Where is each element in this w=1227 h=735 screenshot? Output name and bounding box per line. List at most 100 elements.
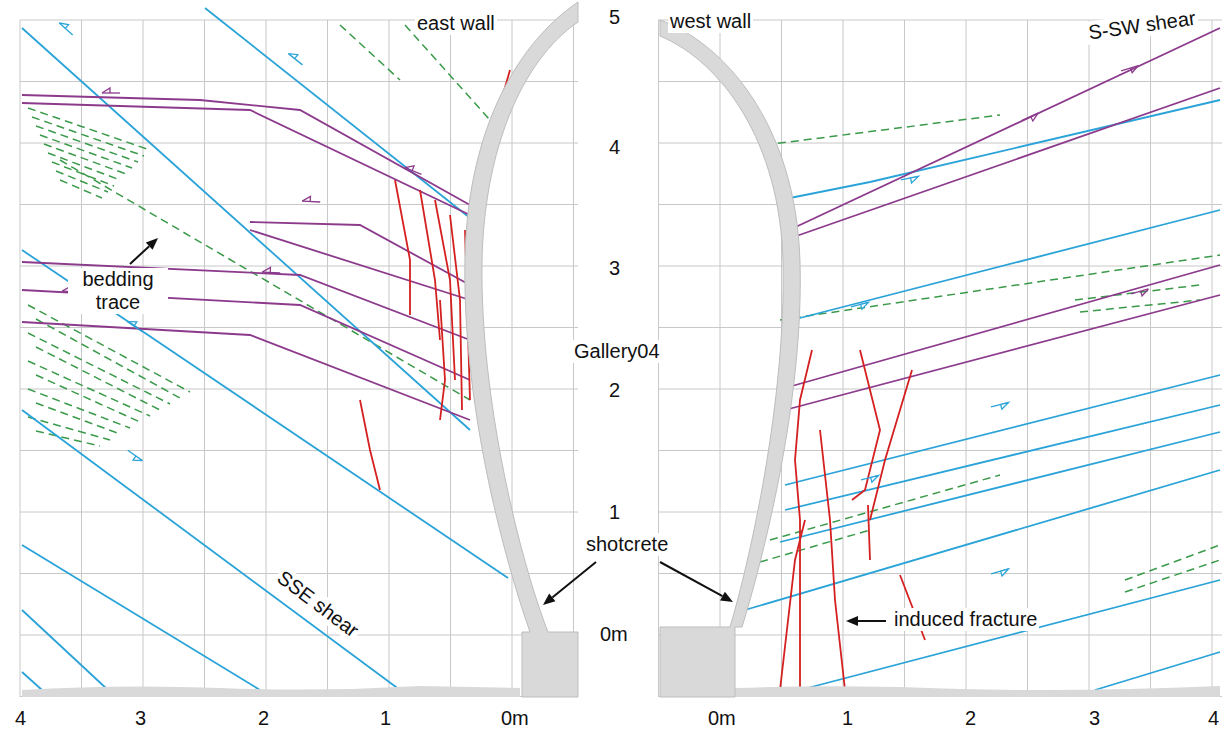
- axis-tick: 3: [607, 257, 622, 280]
- induced-fracture-line: [395, 180, 410, 315]
- axis-tick: 2: [963, 707, 978, 730]
- grid-line: [20, 20, 21, 697]
- slip-arrow-head: [1131, 66, 1139, 73]
- shear-line: [785, 295, 1220, 410]
- slip-arrow: [59, 23, 72, 35]
- shear-label: SSE shear: [271, 565, 364, 643]
- grid-line: [450, 20, 451, 697]
- bedding-trace-line: [765, 115, 1000, 145]
- axis-tick: 1: [378, 707, 393, 730]
- shear-line: [22, 262, 470, 340]
- shear-line: [790, 100, 1220, 198]
- slip-arrow: [102, 88, 120, 93]
- induced-fracture-line: [780, 520, 805, 690]
- grid-line: [658, 81, 1222, 82]
- floor: [735, 686, 1220, 697]
- slip-arrow-head: [262, 268, 270, 273]
- leader-line: [858, 620, 886, 622]
- slip-arrow-shaft: [288, 54, 302, 65]
- gallery-label: Gallery04: [572, 340, 662, 363]
- slip-arrow-shaft: [302, 200, 320, 202]
- induced-fracture-line: [795, 350, 812, 690]
- slip-arrow-shaft: [102, 92, 120, 93]
- bedding-trace-line: [405, 25, 490, 120]
- grid-line: [658, 512, 1222, 513]
- slip-arrow-head: [127, 322, 136, 326]
- slip-arrow: [262, 268, 280, 273]
- shear-line: [785, 405, 1220, 510]
- induced-fracture-line: [870, 370, 912, 520]
- slip-arrow: [851, 302, 868, 309]
- slip-arrow-head: [302, 197, 310, 202]
- bedding-trace-line: [1080, 300, 1200, 312]
- bedding-trace-line: [60, 160, 470, 400]
- grid-line: [658, 266, 1222, 267]
- induced-fracture-line: [820, 430, 845, 690]
- slip-arrow-head: [102, 88, 110, 93]
- shear-line: [22, 322, 470, 420]
- grid-line: [20, 635, 578, 636]
- grid-line: [143, 20, 144, 697]
- slip-arrow: [302, 197, 320, 202]
- axis-tick: 1: [840, 707, 855, 730]
- shear-line: [22, 103, 470, 215]
- shear-line: [250, 230, 470, 300]
- callout-label: induced fracture: [892, 608, 1039, 631]
- leader-line: [552, 562, 596, 597]
- axis-tick: 1: [607, 501, 622, 524]
- slip-arrow-head: [871, 476, 879, 483]
- slip-arrow: [127, 322, 142, 332]
- induced-fracture-line: [852, 350, 880, 500]
- axis-tick: 3: [1087, 707, 1102, 730]
- shear-line: [22, 95, 470, 205]
- bedding-trace-line: [44, 144, 126, 174]
- grid-line: [20, 512, 578, 513]
- slip-arrow-head: [861, 302, 869, 309]
- grid-line: [658, 389, 1222, 390]
- leader-arrow: [660, 562, 733, 602]
- leader-arrow: [130, 238, 158, 264]
- slip-arrow-shaft: [262, 271, 280, 273]
- shear-line: [250, 222, 470, 285]
- axis-tick: 4: [1206, 707, 1221, 730]
- wall-label: east wall: [415, 12, 497, 35]
- bedding-trace-line: [36, 375, 140, 422]
- bedding-trace-line: [760, 530, 870, 562]
- leader-arrow: [846, 616, 886, 626]
- leader-line: [660, 562, 722, 596]
- bedding-trace-line: [1125, 560, 1220, 592]
- leader-head: [720, 592, 733, 602]
- slip-arrow-shaft: [59, 23, 72, 35]
- grid-line: [658, 143, 1222, 144]
- bedding-trace-line: [1125, 545, 1220, 580]
- callout-label: shotcrete: [584, 533, 670, 556]
- shear-line: [22, 672, 42, 690]
- shear-line: [785, 88, 1220, 240]
- grid-line: [658, 327, 1222, 328]
- grid-line: [658, 573, 1222, 574]
- axis-tick: 0m: [706, 707, 738, 730]
- slip-arrow-head: [133, 456, 142, 461]
- slip-arrow: [991, 569, 1008, 576]
- slip-arrow-shaft: [127, 322, 142, 332]
- slip-arrow: [128, 450, 143, 460]
- shear-line: [785, 375, 1220, 485]
- slip-arrow-head: [59, 23, 68, 28]
- grid-line: [512, 20, 513, 697]
- slip-arrow: [1121, 66, 1138, 73]
- axis-tick: 3: [133, 707, 148, 730]
- slip-arrow-shaft: [1022, 113, 1038, 121]
- grid-line: [658, 204, 1222, 205]
- slip-arrow-head: [1001, 403, 1009, 410]
- bedding-trace-line: [1075, 285, 1200, 300]
- grid-line: [81, 20, 82, 697]
- slip-arrow-head: [1141, 289, 1149, 296]
- grid-line: [20, 389, 578, 390]
- rock-features: [22, 8, 1220, 690]
- grid: [20, 20, 1222, 697]
- grid-line: [327, 20, 328, 697]
- induced-fracture-line: [360, 400, 380, 490]
- leader-head: [543, 594, 555, 605]
- grid-line: [20, 573, 578, 574]
- slip-arrow-head: [288, 54, 297, 59]
